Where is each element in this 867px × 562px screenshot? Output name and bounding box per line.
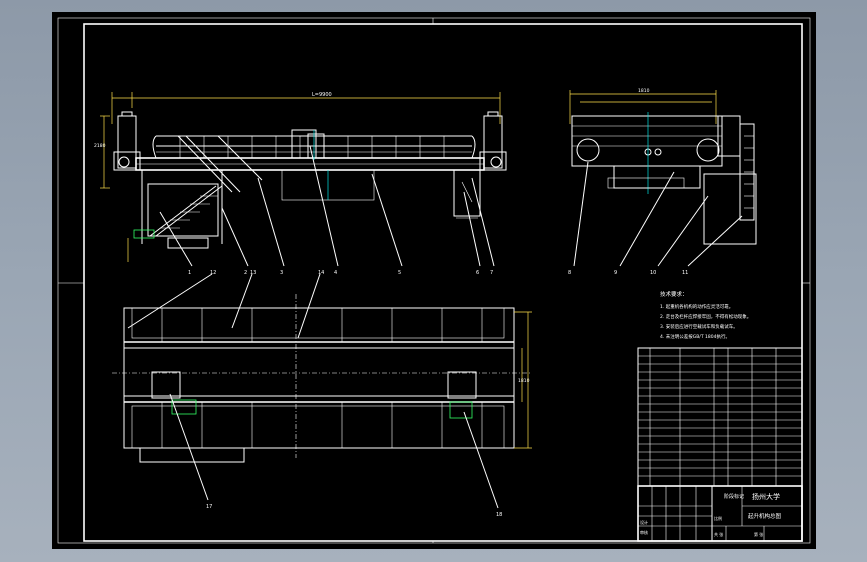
balloon-11: 11 [682,270,688,276]
parts-list-table [637,347,803,487]
overall-dim: L=9900 [312,92,332,98]
technical-notes: 技术要求： 1. 起重机各机构的动作应灵活可靠。 2. 走台及栏杆应焊接牢固，不… [660,290,751,340]
balloon-17: 17 [206,504,212,510]
drawing-svg: L=9900 [57,17,811,544]
balloon-14: 14 [318,270,324,276]
title-block: 阶段标记 扬州大学 起升机构总图 设计 审核 比例 共 张 第 张 [637,485,803,542]
note-3: 3. 安装后应进行空载试车和负载试车。 [660,323,738,330]
svg-text:2180: 2180 [94,143,106,149]
balloon-4: 4 [334,270,337,276]
note-2: 2. 走台及栏杆应焊接牢固，不得有松动现象。 [660,313,751,320]
plan-view: 1810 [112,294,532,463]
balloon-13: 13 [250,270,256,276]
school-name: 扬州大学 [752,492,780,501]
note-4: 4. 未注明公差按GB/T 1804执行。 [660,333,730,340]
balloon-7: 7 [490,270,493,276]
balloon-12: 12 [210,270,216,276]
balloon-6: 6 [476,270,479,276]
stage-label: 阶段标记 [724,493,744,500]
outer-border [57,17,811,544]
drawing-title: 起升机构总图 [748,512,782,520]
side-elevation-view: 1810 [569,88,757,245]
svg-text:1810: 1810 [518,378,530,384]
tb-sheets: 共 张 [714,531,723,537]
front-elevation-view: L=9900 [94,92,507,262]
tb-sheet-no: 第 张 [754,531,763,537]
leader-lines [127,145,743,509]
balloon-labels: 1 2 3 4 5 6 7 8 9 10 11 12 13 14 17 18 [188,270,688,518]
svg-text:1810: 1810 [638,88,650,94]
inner-frame [83,23,803,542]
balloon-3: 3 [280,270,283,276]
tb-reviewer: 审核 [640,529,648,535]
tb-scale: 比例 [714,515,722,521]
balloon-8: 8 [568,270,571,276]
balloon-9: 9 [614,270,617,276]
cad-drawing-sheet: L=9900 [52,12,816,549]
balloon-1: 1 [188,270,191,276]
tb-designer: 设计 [640,519,648,525]
notes-heading: 技术要求： [660,290,688,298]
note-1: 1. 起重机各机构的动作应灵活可靠。 [660,303,733,310]
balloon-10: 10 [650,270,656,276]
balloon-18: 18 [496,512,502,518]
balloon-2: 2 [244,270,247,276]
balloon-5: 5 [398,270,401,276]
